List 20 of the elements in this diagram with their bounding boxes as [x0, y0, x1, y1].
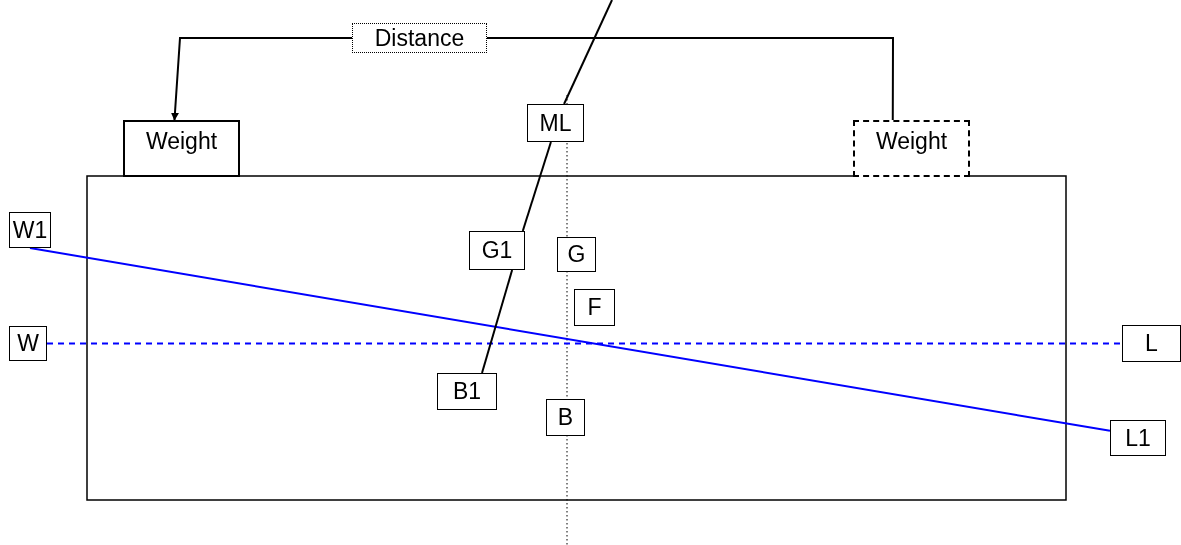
heeled-waterline [29, 247, 1111, 432]
buoyancy-line [563, 0, 613, 105]
buoyancy-line [481, 269, 514, 374]
dimension-line [486, 37, 894, 121]
label-box: B [546, 399, 585, 436]
label-box: G1 [469, 231, 525, 270]
label-box: L1 [1110, 420, 1166, 456]
buoyancy-line [521, 141, 552, 232]
label-box: W1 [9, 212, 51, 248]
label-box: ML [527, 104, 584, 142]
label-box: B1 [437, 373, 497, 410]
weight-box: Weight [123, 120, 240, 177]
dimension-arrow [170, 37, 353, 121]
label-box: F [574, 289, 615, 326]
shifted-weight-box: Weight [853, 120, 970, 177]
dimension-label-box: Distance [352, 23, 487, 53]
upright-waterline [46, 342, 1123, 345]
label-box: G [557, 237, 596, 272]
label-box: L [1122, 325, 1181, 362]
label-box: W [9, 326, 47, 361]
